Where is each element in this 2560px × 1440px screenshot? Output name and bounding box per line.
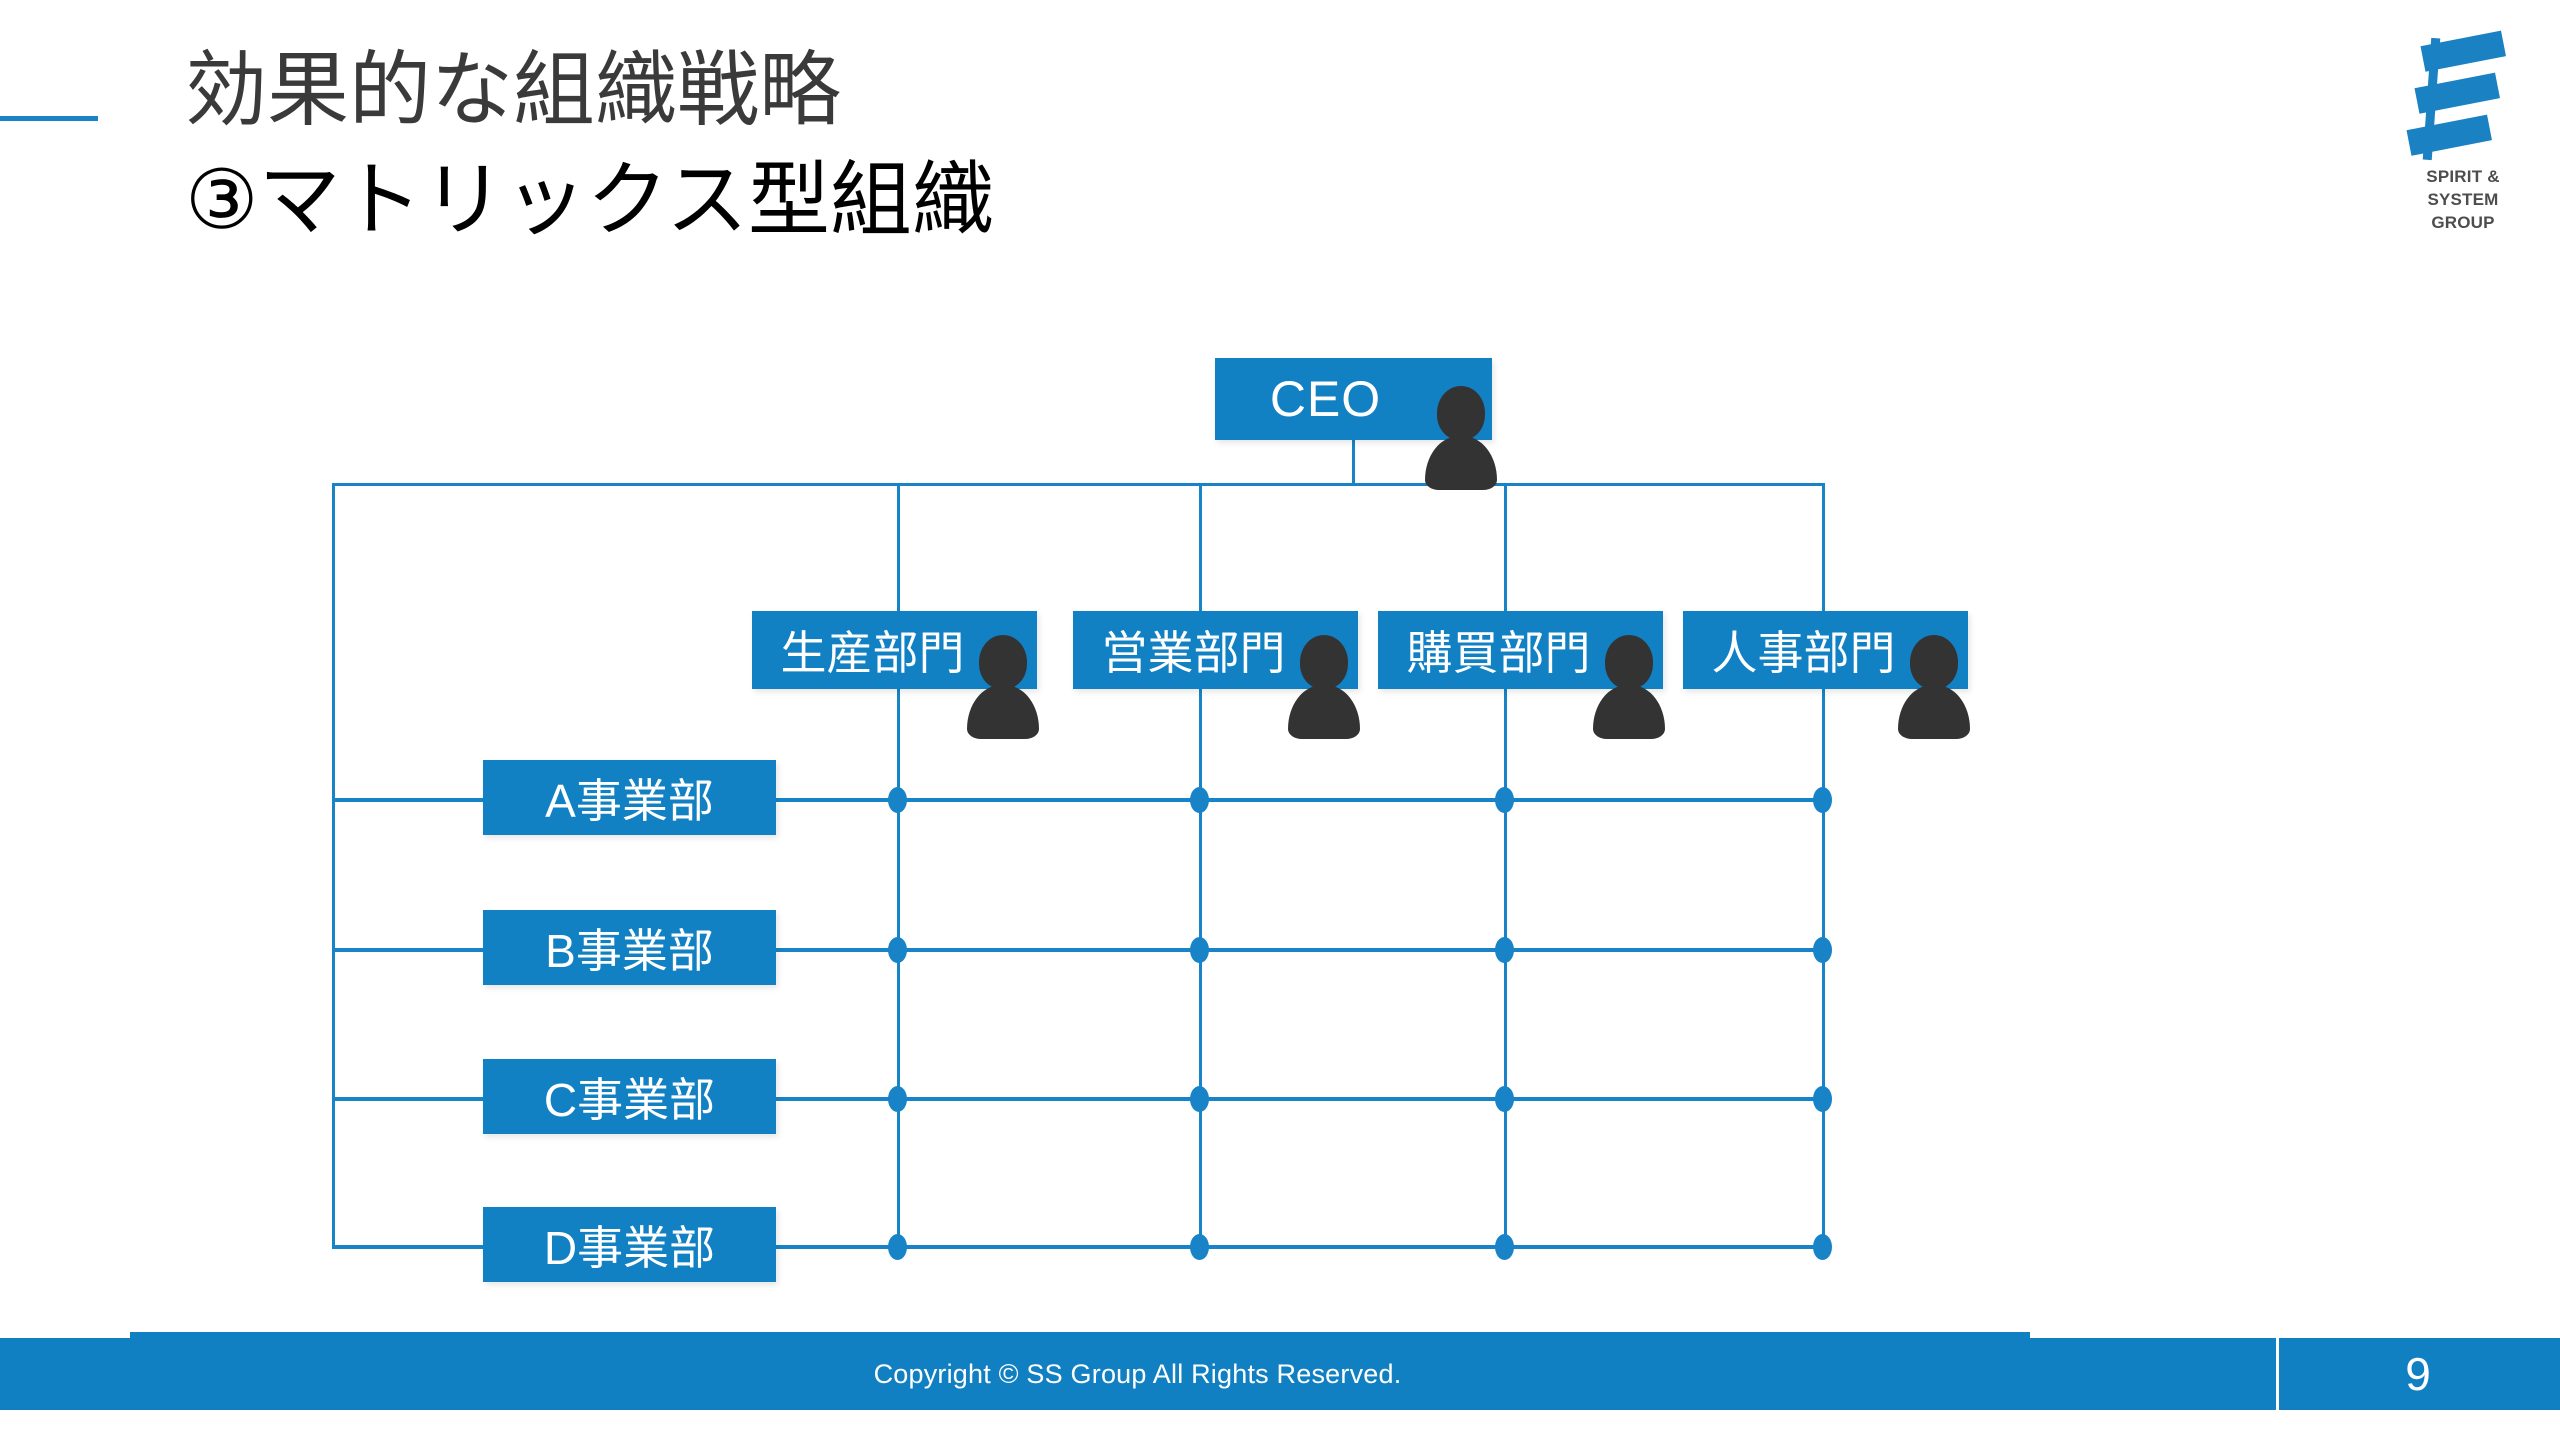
node-division-a[interactable]: A事業部	[483, 760, 776, 835]
grid-row-line-3	[332, 1097, 1825, 1101]
connector-ceo-to-bus	[1352, 440, 1355, 485]
grid-column-line-3	[1504, 483, 1507, 1248]
grid-row-line-2	[332, 948, 1825, 952]
node-department-sales[interactable]: 営業部門	[1073, 611, 1360, 739]
node-department-label: 生産部門	[780, 627, 965, 679]
intersection-dot	[1190, 787, 1209, 813]
node-division-label: A事業部	[545, 774, 714, 827]
title-line-1: 効果的な組織戦略	[185, 45, 842, 136]
person-head-shape	[979, 635, 1027, 689]
title-line-2: ③マトリックス型組織	[185, 154, 995, 246]
footer-accent-line	[130, 1332, 2030, 1339]
intersection-dot	[1495, 937, 1514, 963]
intersection-dot	[1190, 1234, 1209, 1260]
person-head-shape	[1300, 635, 1348, 689]
node-department-label: 人事部門	[1711, 627, 1896, 679]
node-department-hr[interactable]: 人事部門	[1683, 611, 1970, 739]
person-head-shape	[1910, 635, 1958, 689]
person-icon	[1896, 635, 1972, 739]
intersection-dot	[1495, 1234, 1514, 1260]
title-accent-line	[0, 116, 98, 121]
grid-row-line-4	[332, 1245, 1825, 1249]
intersection-dot	[1813, 787, 1832, 813]
node-division-label: B事業部	[545, 924, 714, 977]
person-icon	[1423, 386, 1499, 490]
grid-left-border	[332, 483, 335, 1248]
intersection-dot	[888, 787, 907, 813]
person-head-shape	[1605, 635, 1653, 689]
person-body-shape	[967, 685, 1039, 739]
intersection-dot	[888, 937, 907, 963]
node-department-label: 営業部門	[1101, 627, 1286, 679]
person-body-shape	[1593, 685, 1665, 739]
node-division-label: D事業部	[543, 1221, 716, 1274]
node-division-c[interactable]: C事業部	[483, 1059, 776, 1134]
grid-column-line-2	[1199, 483, 1202, 1248]
intersection-dot	[1495, 787, 1514, 813]
spirit-system-group-logo: SPIRIT & SYSTEM GROUP	[2393, 30, 2533, 232]
intersection-dot	[1813, 1086, 1832, 1112]
intersection-dot	[1190, 937, 1209, 963]
footer-bar	[0, 1338, 2560, 1410]
page-number: 9	[2405, 1348, 2431, 1400]
person-body-shape	[1898, 685, 1970, 739]
node-department-production[interactable]: 生産部門	[752, 611, 1039, 739]
person-head-shape	[1437, 386, 1485, 440]
intersection-dot	[1813, 1234, 1832, 1260]
person-body-shape	[1288, 685, 1360, 739]
person-icon	[965, 635, 1041, 739]
page-title: 効果的な組織戦略 ③マトリックス型組織	[185, 36, 2085, 256]
intersection-dot	[1495, 1086, 1514, 1112]
footer-copyright: Copyright © SS Group All Rights Reserved…	[873, 1358, 1402, 1389]
person-body-shape	[1425, 436, 1497, 490]
logo-text-line-1: SPIRIT & SYSTEM	[2426, 167, 2500, 209]
intersection-dot	[1190, 1086, 1209, 1112]
intersection-dot	[1813, 937, 1832, 963]
node-department-label: 購買部門	[1406, 627, 1591, 679]
node-division-d[interactable]: D事業部	[483, 1207, 776, 1282]
logo-text-line-2: GROUP	[2431, 212, 2495, 232]
grid-row-line-1	[332, 798, 1825, 802]
intersection-dot	[888, 1234, 907, 1260]
person-icon	[1591, 635, 1667, 739]
node-division-label: C事業部	[543, 1073, 716, 1126]
logo-wordmark: SPIRIT & SYSTEM GROUP	[2393, 166, 2533, 235]
node-department-purchasing[interactable]: 購買部門	[1378, 611, 1665, 739]
person-icon	[1286, 635, 1362, 739]
grid-column-line-1	[897, 483, 900, 1248]
node-ceo[interactable]: CEO	[1215, 358, 1497, 490]
node-ceo-label: CEO	[1269, 371, 1382, 427]
grid-top-border	[332, 483, 1825, 486]
grid-right-border	[1822, 483, 1825, 1248]
intersection-dot	[888, 1086, 907, 1112]
footer-divider	[2276, 1338, 2279, 1410]
node-division-b[interactable]: B事業部	[483, 910, 776, 985]
